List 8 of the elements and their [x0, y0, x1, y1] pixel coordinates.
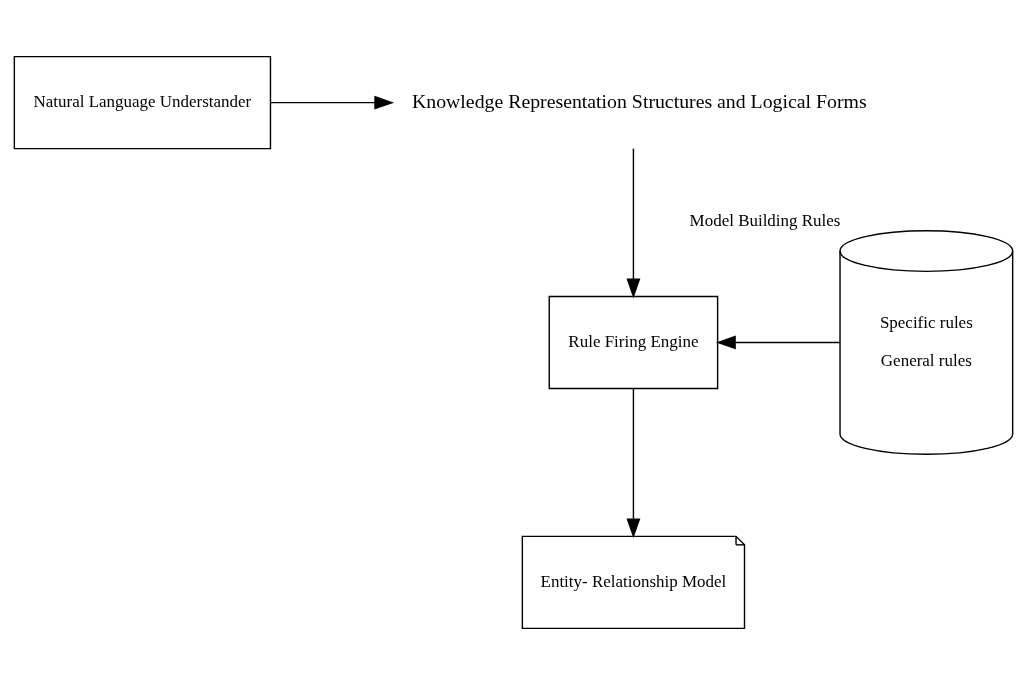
- arrow: [715, 335, 841, 349]
- arrow: [626, 387, 641, 538]
- node-text: Knowledge Representation Structures and Logical Forms: [411, 89, 867, 112]
- arrow: [270, 95, 395, 110]
- node-label: Model Building Rules: [689, 210, 841, 230]
- arrow: [626, 147, 641, 298]
- node-box: Rule Firing Engine: [548, 295, 719, 389]
- node-box: Natural Language Understander: [13, 55, 272, 149]
